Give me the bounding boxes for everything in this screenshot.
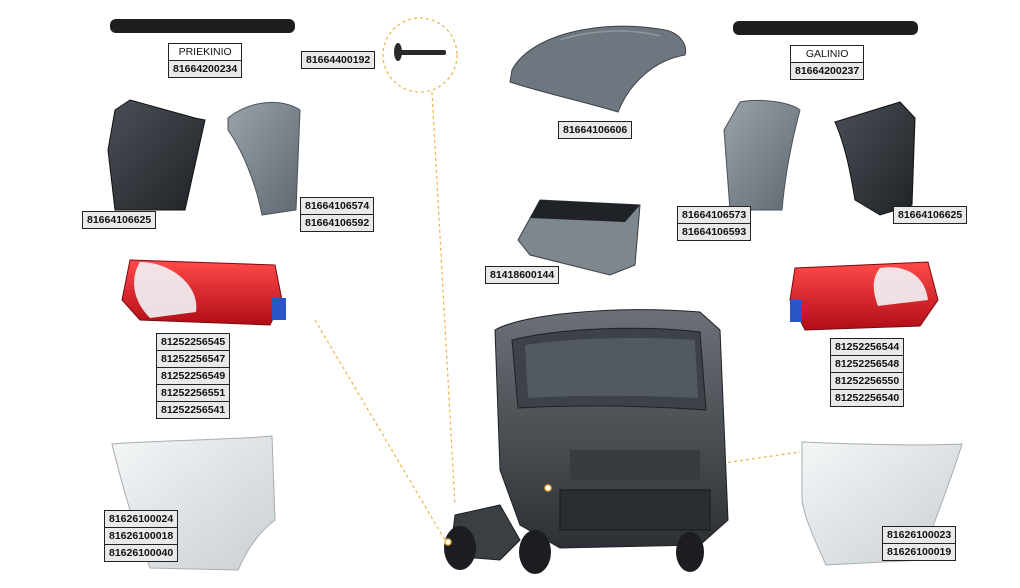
front-strip-title: PRIEKINIO [168,43,243,61]
left-mudflap [107,99,206,211]
left-lamp-code-5: 81252256541 [156,401,231,419]
pin-icon [394,43,446,61]
right-tail-lamp [789,261,939,331]
right-mudflap [834,101,916,216]
left-lamp-label: 81252256545 81252256547 81252256549 8125… [156,333,231,419]
pin-code: 81664400192 [301,51,376,69]
roof-code: 81664106606 [558,121,633,139]
right-guard-label: 81664106573 81664106593 [677,206,752,241]
left-fender-code-3: 81626100040 [104,544,179,562]
battery-cover [517,199,641,276]
front-strip-code: 81664200234 [168,60,243,78]
left-fender-label: 81626100024 81626100018 81626100040 [104,510,179,562]
right-lamp-code-1: 81252256544 [830,338,905,356]
callout-dots [444,484,552,546]
right-guard [723,99,801,211]
front-strip-label: PRIEKINIO 81664200234 [168,43,243,78]
roof-panel [509,25,687,113]
left-lamp-code-1: 81252256545 [156,333,231,351]
pin-callout-circle [382,17,458,93]
right-fender-label: 81626100023 81626100019 [882,526,957,561]
left-lamp-code-4: 81252256551 [156,384,231,402]
right-lamp-label: 81252256544 81252256548 81252256550 8125… [830,338,905,407]
rear-strip-code: 81664200237 [790,62,865,80]
left-fender-code-1: 81626100024 [104,510,179,528]
left-mudflap-code: 81664106625 [82,211,157,229]
right-guard-code-2: 81664106593 [677,223,752,241]
left-tail-lamp [121,259,286,326]
right-lamp-code-2: 81252256548 [830,355,905,373]
right-fender-code-2: 81626100019 [882,543,957,561]
truck-cab [444,309,729,574]
battery-cover-label: 81418600144 [485,266,560,284]
roof-label: 81664106606 [558,121,633,139]
rear-strip-label: GALINIO 81664200237 [790,45,865,80]
left-fender-code-2: 81626100018 [104,527,179,545]
right-guard-code-1: 81664106573 [677,206,752,224]
left-guard-label: 81664106574 81664106592 [300,197,375,232]
left-lamp-code-2: 81252256547 [156,350,231,368]
left-guard-code-1: 81664106574 [300,197,375,215]
leader-line-pin [431,91,456,506]
right-fender-code-1: 81626100023 [882,526,957,544]
left-guard [227,101,301,216]
right-lamp-code-4: 81252256540 [830,389,905,407]
right-lamp-code-3: 81252256550 [830,372,905,390]
left-lamp-code-3: 81252256549 [156,367,231,385]
rear-strip-title: GALINIO [790,45,865,63]
right-mudflap-label: 81664106625 [893,206,968,224]
right-mudflap-code: 81664106625 [893,206,968,224]
battery-cover-code: 81418600144 [485,266,560,284]
leader-line-lamp [314,319,446,541]
rear-rubber-strip [733,21,918,35]
front-rubber-strip [110,19,295,33]
left-guard-code-2: 81664106592 [300,214,375,232]
pin-label: 81664400192 [301,51,376,69]
left-mudflap-label: 81664106625 [82,211,157,229]
